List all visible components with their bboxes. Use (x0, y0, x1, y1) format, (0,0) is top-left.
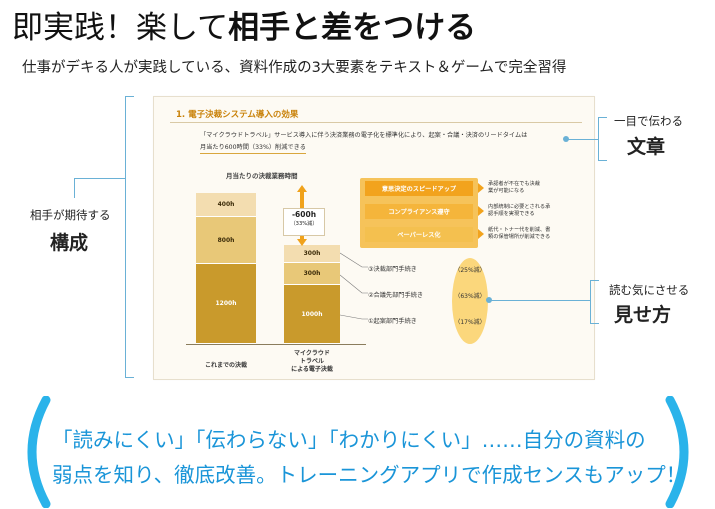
right-top-connector (568, 139, 598, 140)
triangle-right-icon (478, 229, 484, 239)
left-connector-line (74, 178, 125, 179)
bar-new-label-line: マイクラウド (294, 350, 330, 357)
left-connector-drop (74, 178, 75, 198)
reduction-value: -600h (291, 210, 317, 219)
benefit-desc: 内部統制に必要とされる承 認手順を実現できる (488, 204, 550, 218)
bar-new-label: マイクラウド トラベル による電子決裁 (276, 350, 348, 374)
arrow-down-icon (297, 239, 307, 246)
process-item: ③決裁部門手続き (368, 266, 417, 273)
benefit-desc-line: 承認者が不在でも決裁 (488, 181, 540, 187)
benefit-desc-line: 紙代・トナー代を削減、書 (488, 227, 551, 233)
chart-title: 月当たりの決裁業務時間 (226, 172, 298, 180)
triangle-right-icon (478, 183, 484, 193)
right-bottom-bracket (590, 280, 599, 324)
dot-icon (563, 136, 569, 142)
bar-new-label-line: トラベル (299, 358, 324, 365)
chart-axis (186, 344, 366, 345)
right-bottom-connector (490, 300, 590, 301)
bar-segment: 1000h (284, 285, 340, 344)
callout-left-big: 構成 (50, 232, 89, 254)
bar-segment: 400h (196, 193, 256, 217)
callout-right-top-small: 一目で伝わる (614, 114, 683, 128)
process-item: ①起案部門手続き (368, 318, 417, 325)
slide-title-rule (170, 122, 582, 123)
slide-title: 1. 電子決裁システム導入の効果 (176, 110, 299, 120)
benefit-compliance: コンプライアンス遵守 (365, 204, 473, 219)
benefit-speed: 意思決定のスピードアップ (365, 181, 473, 196)
process-pct: （17%減） (454, 319, 486, 326)
right-top-bracket (598, 117, 607, 161)
headline-part2: 相手と差をつける (228, 10, 477, 46)
reduction-note: （33%減） (290, 221, 318, 227)
headline-part1: 即実践！楽して (12, 10, 229, 46)
bar-new: 300h 300h 1000h (284, 245, 340, 344)
process-pct: （25%減） (454, 267, 486, 274)
slide-summary-line1: 「マイクラウドトラベル」サービス導入に伴う決済業務の電子化を標準化により、起案・… (200, 132, 528, 139)
process-pct: （63%減） (454, 293, 486, 300)
bottom-line-1: 「読みにくい」「伝わらない」「わかりにくい」……自分の資料の (52, 428, 646, 452)
bottom-line-2: 弱点を知り、徹底改善。トレーニングアプリで作成センスもアップ！ (52, 463, 687, 487)
bar-current: 400h 800h 1200h (196, 193, 256, 344)
callout-right-top-big: 文章 (627, 136, 666, 158)
reduction-box: -600h （33%減） (283, 208, 325, 236)
bar-segment: 800h (196, 217, 256, 264)
triangle-right-icon (478, 206, 484, 216)
dot-icon (486, 297, 492, 303)
left-parenthesis (27, 396, 51, 508)
callout-right-bottom-small: 読む気にさせる (609, 283, 690, 297)
benefit-desc: 承認者が不在でも決裁 業が可能になる (488, 181, 540, 195)
left-bracket (125, 96, 134, 378)
callout-right-bottom-big: 見せ方 (614, 304, 672, 326)
benefit-desc-line: 類の保管場所が削減できる (488, 234, 551, 240)
benefit-desc-line: 業が可能になる (488, 188, 525, 194)
slide-summary-line2: 月当たり600時間（33%）削減できる (200, 142, 306, 154)
bar-segment: 300h (284, 245, 340, 263)
arrow-up-icon (297, 185, 307, 192)
subtitle: 仕事がデキる人が実践している、資料作成の3大要素をテキスト＆ゲームで完全習得 (22, 60, 567, 76)
benefit-desc-line: 内部統制に必要とされる承 (488, 204, 551, 210)
callout-left-small: 相手が期待する (30, 208, 111, 222)
benefit-desc-line: 認手順を実現できる (488, 211, 535, 217)
process-item: ②合議先部門手続き (368, 292, 424, 299)
headline: 即実践！楽して相手と差をつける (12, 2, 476, 47)
bar-segment: 1200h (196, 264, 256, 344)
right-parenthesis (665, 396, 689, 508)
bar-new-label-line: による電子決裁 (291, 366, 333, 373)
bar-current-label: これまでの決裁 (204, 362, 247, 369)
bar-segment: 300h (284, 263, 340, 285)
process-connectors (340, 252, 368, 320)
reduction-highlight (452, 258, 488, 344)
benefit-desc: 紙代・トナー代を削減、書 類の保管場所が削減できる (488, 227, 550, 241)
slide-summary: 「マイクラウドトラベル」サービス導入に伴う決済業務の電子化を標準化により、起案・… (200, 130, 527, 154)
benefit-paperless: ペーパーレス化 (365, 227, 473, 242)
